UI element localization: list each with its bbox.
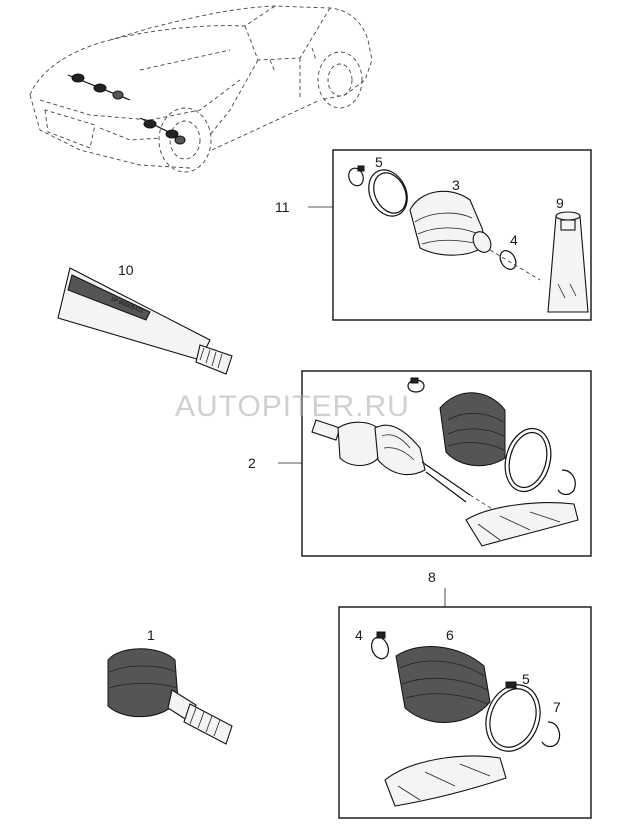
callout-7: 7 — [553, 699, 561, 715]
callout-10: 10 — [118, 262, 134, 278]
kit-box-8 — [338, 606, 592, 819]
kit-box-2 — [301, 370, 592, 557]
callout-3: 3 — [452, 177, 460, 193]
outer-cv-joint-1 — [107, 648, 233, 745]
callout-5-top: 5 — [375, 154, 383, 170]
boot-kit-11-parts — [348, 165, 589, 313]
callout-4-bottom: 4 — [355, 627, 363, 643]
callout-4-top: 4 — [510, 232, 518, 248]
boot-kit-8-parts — [370, 631, 561, 807]
callout-2: 2 — [248, 455, 256, 471]
callout-6: 6 — [446, 627, 454, 643]
callout-8: 8 — [428, 569, 436, 585]
callout-9: 9 — [556, 195, 564, 211]
kit-box-11 — [332, 149, 592, 321]
watermark: AUTOPITER.RU — [175, 390, 410, 423]
car-outline — [29, 5, 373, 173]
callout-5-bottom: 5 — [522, 671, 530, 687]
inner-joint-kit-2-parts — [311, 377, 579, 547]
grease-tube-10: 1P 90005411 — [57, 267, 233, 375]
callout-11: 11 — [275, 199, 290, 215]
callout-1: 1 — [147, 627, 155, 643]
